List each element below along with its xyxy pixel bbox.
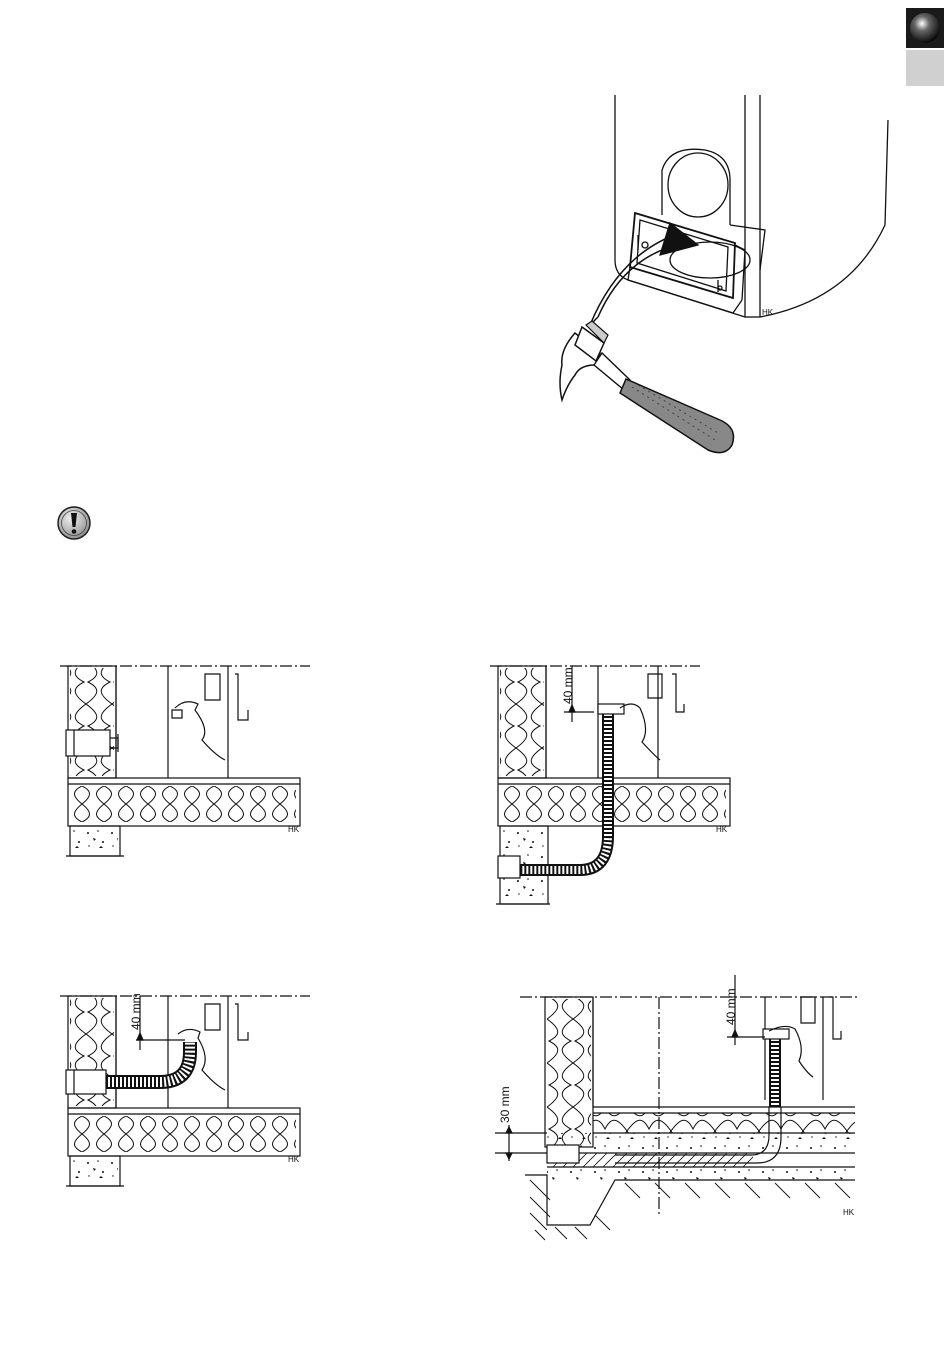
page-mark: HK [762, 308, 774, 317]
language-tab-inactive[interactable] [906, 50, 944, 86]
dimension-label: 40 mm [561, 667, 575, 704]
language-tab-active[interactable] [906, 8, 944, 48]
exclamation-icon [56, 505, 92, 541]
figure-appliance-knockout: HK [520, 95, 900, 475]
hammer-icon [560, 321, 734, 453]
figure-section-wall-outlet: HK [60, 660, 310, 860]
svg-text:HK: HK [288, 825, 300, 834]
figure-section-screed-hose: 40 mm 30 mm HK [495, 975, 860, 1240]
svg-text:HK: HK [288, 1155, 300, 1164]
dimension-label: 40 mm [129, 993, 143, 1030]
dimension-label: 40 mm [724, 988, 738, 1025]
globe-icon [906, 8, 944, 48]
dimension-label: 30 mm [498, 1086, 512, 1123]
svg-text:HK: HK [843, 1208, 855, 1217]
figure-section-wall-hose: 40 mm HK [60, 990, 310, 1190]
svg-text:HK: HK [716, 825, 728, 834]
figure-section-floor-outlet: 40 mm HK [490, 660, 740, 910]
